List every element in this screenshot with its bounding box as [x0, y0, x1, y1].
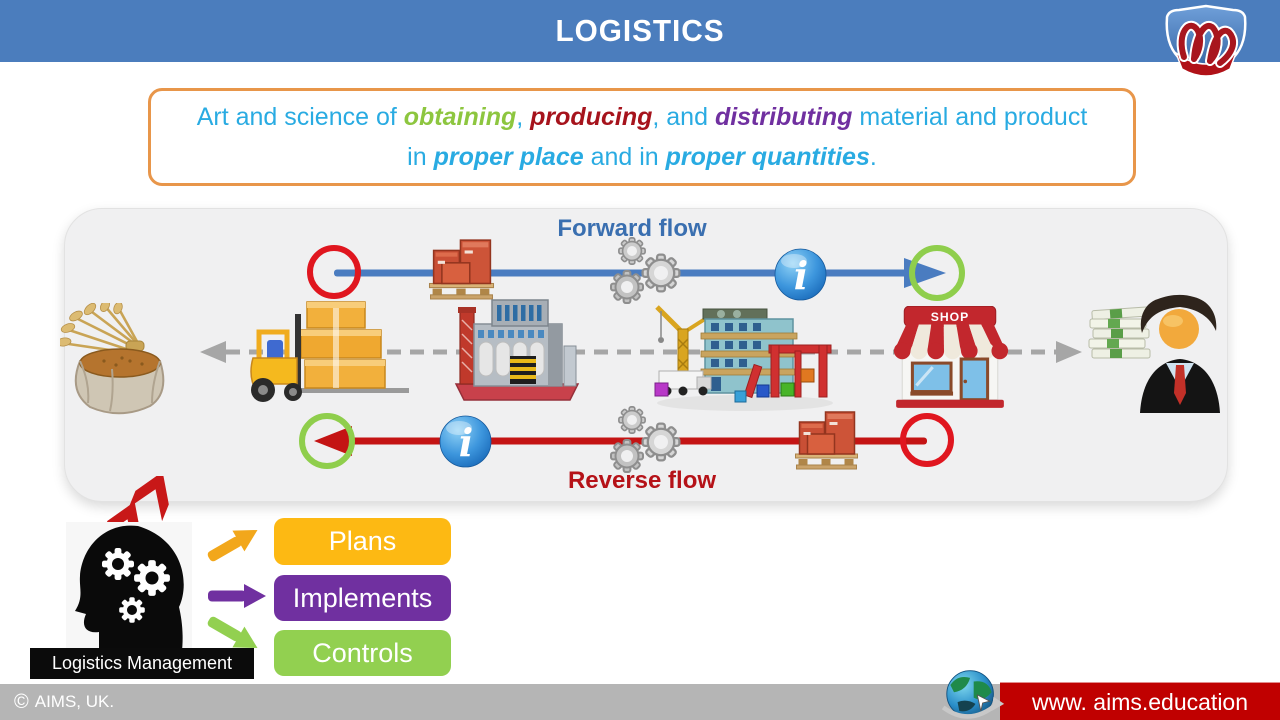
controls-button-label: Controls	[312, 637, 413, 668]
svg-text:i: i	[459, 420, 473, 465]
shop-icon: SHOP	[893, 306, 1009, 408]
thinking-head-gears-icon	[66, 522, 192, 674]
gears-icon	[610, 406, 681, 473]
aims-crest-icon	[1165, 4, 1247, 78]
copyright-text: © AIMS, UK.	[14, 690, 115, 713]
factory-icon	[454, 299, 580, 401]
money-customer-icon	[1088, 294, 1220, 413]
logistics-management-caption: Logistics Management	[30, 648, 254, 679]
gears-icon	[610, 237, 681, 304]
implements-arrow-icon	[208, 584, 266, 608]
website-link[interactable]: www. aims.education	[1031, 688, 1249, 715]
page-title: LOGISTICS	[555, 13, 725, 48]
reverse-arrowhead	[314, 426, 352, 456]
reverse-flow-label: Reverse flow	[567, 467, 717, 494]
definition-text: Art and science of obtaining, producing,…	[196, 103, 1088, 171]
implements-button-label: Implements	[292, 582, 433, 613]
info-icon: i	[774, 248, 827, 301]
info-icon: i	[439, 415, 492, 468]
dashed-left-arrowhead	[200, 341, 226, 363]
header-bar: LOGISTICS	[0, 0, 1280, 62]
cargo-pallet-icon	[428, 239, 495, 300]
dashed-right-arrowhead	[1056, 341, 1082, 363]
plans-button[interactable]: Plans	[274, 518, 451, 565]
plans-button-label: Plans	[328, 526, 397, 556]
cargo-pallet-icon	[795, 411, 858, 470]
svg-text:i: i	[794, 253, 808, 298]
controls-arrow-icon	[207, 616, 258, 648]
grain-sack-icon	[60, 303, 165, 415]
red-ring-forward	[307, 245, 361, 299]
caption-text: Logistics Management	[51, 653, 233, 673]
copyright-icon: ©	[14, 690, 29, 713]
green-ring-reverse	[299, 413, 355, 469]
plans-arrow-icon	[207, 530, 258, 562]
globe-icon	[941, 670, 1005, 719]
construction-site-icon	[654, 305, 833, 411]
forklift-boxes-icon	[250, 301, 409, 402]
shop-sign-text: SHOP	[931, 310, 970, 324]
red-ring-reverse	[900, 413, 954, 467]
implements-button[interactable]: Implements	[274, 575, 451, 621]
controls-button[interactable]: Controls	[274, 630, 451, 676]
definition-box: Art and science of obtaining, producing,…	[148, 88, 1136, 186]
green-ring-forward	[909, 245, 965, 301]
website-bar[interactable]: www. aims.education	[1000, 682, 1280, 720]
